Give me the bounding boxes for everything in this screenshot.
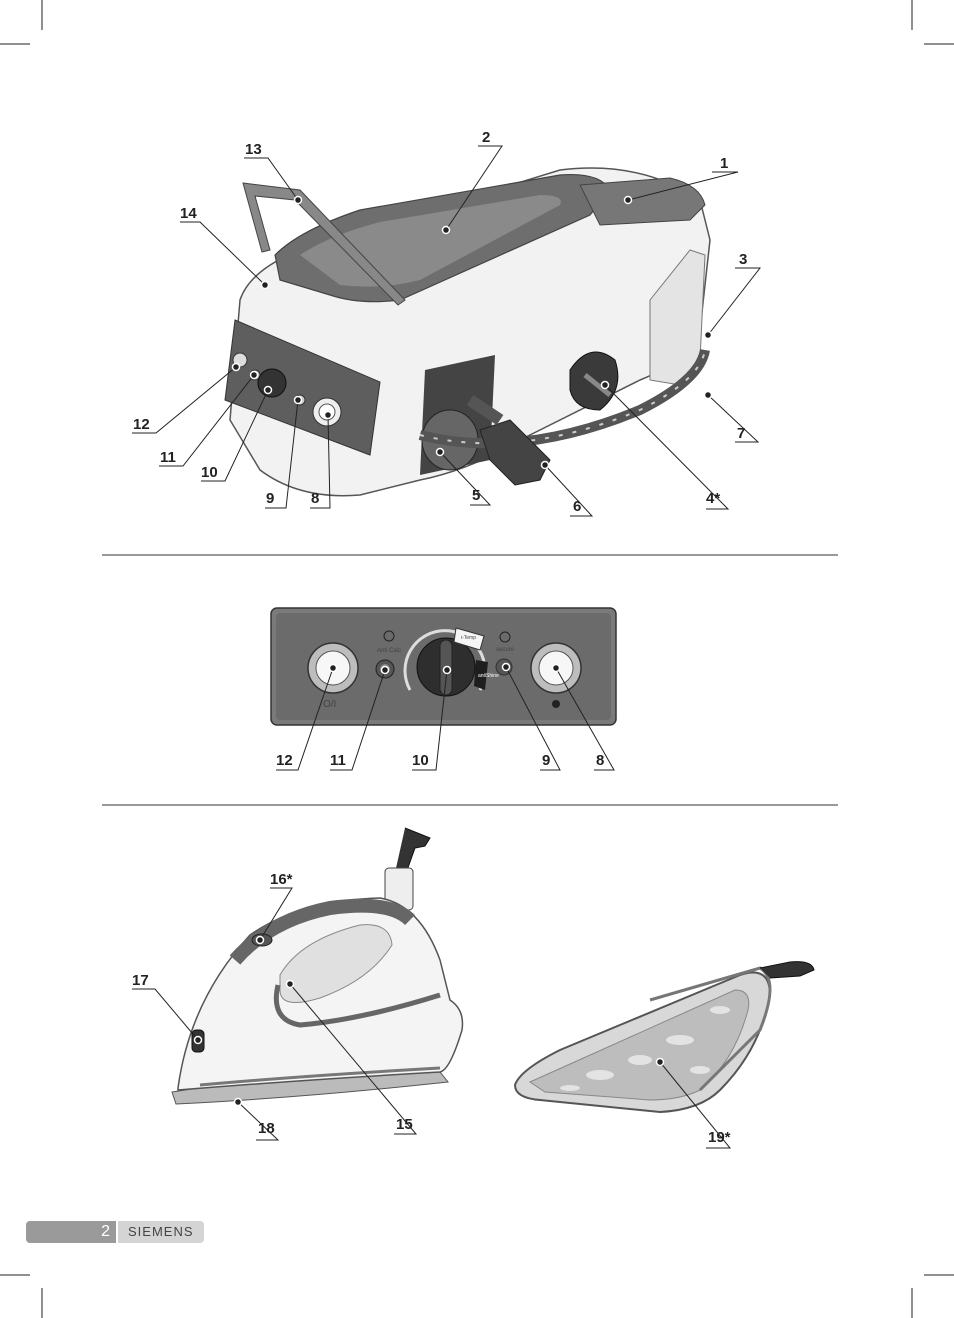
itemp-label: i-Temp bbox=[461, 635, 476, 641]
callout-2: 2 bbox=[482, 129, 490, 146]
callout-4: 4* bbox=[706, 490, 720, 507]
panel-callout-8: 8 bbox=[596, 752, 604, 769]
panel-callout-12: 12 bbox=[276, 752, 293, 769]
panel-leader-lines bbox=[276, 666, 615, 771]
callout-10: 10 bbox=[201, 464, 218, 481]
iron-illustration bbox=[171, 827, 464, 1105]
secure-label: secure bbox=[496, 647, 515, 653]
panel-callout-9: 9 bbox=[542, 752, 550, 769]
brand-name: SIEMENS bbox=[118, 1221, 204, 1243]
ironing-mat-illustration bbox=[513, 961, 815, 1114]
callout-14: 14 bbox=[180, 205, 197, 222]
callout-8: 8 bbox=[311, 490, 319, 507]
callout-12: 12 bbox=[133, 416, 150, 433]
bottom-leader-dots bbox=[193, 935, 665, 1107]
callout-16: 16* bbox=[270, 871, 293, 888]
page-number: 2 bbox=[26, 1221, 116, 1243]
callout-19: 19* bbox=[708, 1129, 731, 1146]
top-callout-numbers: 13 2 1 14 3 12 11 10 9 8 5 6 7 4* bbox=[133, 129, 747, 515]
panel-leader-dots bbox=[328, 662, 561, 675]
panel-callout-numbers: 12 11 10 9 8 bbox=[276, 752, 604, 769]
bottom-leader-lines bbox=[132, 887, 732, 1149]
panel-callout-10: 10 bbox=[412, 752, 429, 769]
anticalc-label: Anti Calc bbox=[377, 648, 401, 654]
callout-3: 3 bbox=[739, 251, 747, 268]
top-leader-dots bbox=[231, 195, 713, 470]
callout-18: 18 bbox=[258, 1120, 275, 1137]
callout-15: 15 bbox=[396, 1116, 413, 1133]
page-footer: 2 SIEMENS bbox=[26, 1221, 204, 1243]
callout-17: 17 bbox=[132, 972, 149, 989]
callout-13: 13 bbox=[245, 141, 262, 158]
bottom-callout-numbers: 16* 17 15 18 19* bbox=[132, 871, 731, 1146]
antishine-label: antiShine bbox=[478, 673, 499, 679]
callout-11: 11 bbox=[160, 449, 176, 466]
panel-labels: Anti Calc O/I i-Temp secure antiShine bbox=[323, 635, 515, 710]
callout-6: 6 bbox=[573, 498, 581, 515]
callout-9: 9 bbox=[266, 490, 274, 507]
top-leader-lines bbox=[132, 145, 762, 517]
power-label: O/I bbox=[323, 699, 336, 710]
panel-callout-11: 11 bbox=[330, 752, 346, 769]
callout-1: 1 bbox=[720, 155, 728, 172]
callout-7: 7 bbox=[737, 425, 745, 442]
callout-5: 5 bbox=[472, 487, 480, 504]
steam-station-illustration bbox=[224, 167, 711, 497]
